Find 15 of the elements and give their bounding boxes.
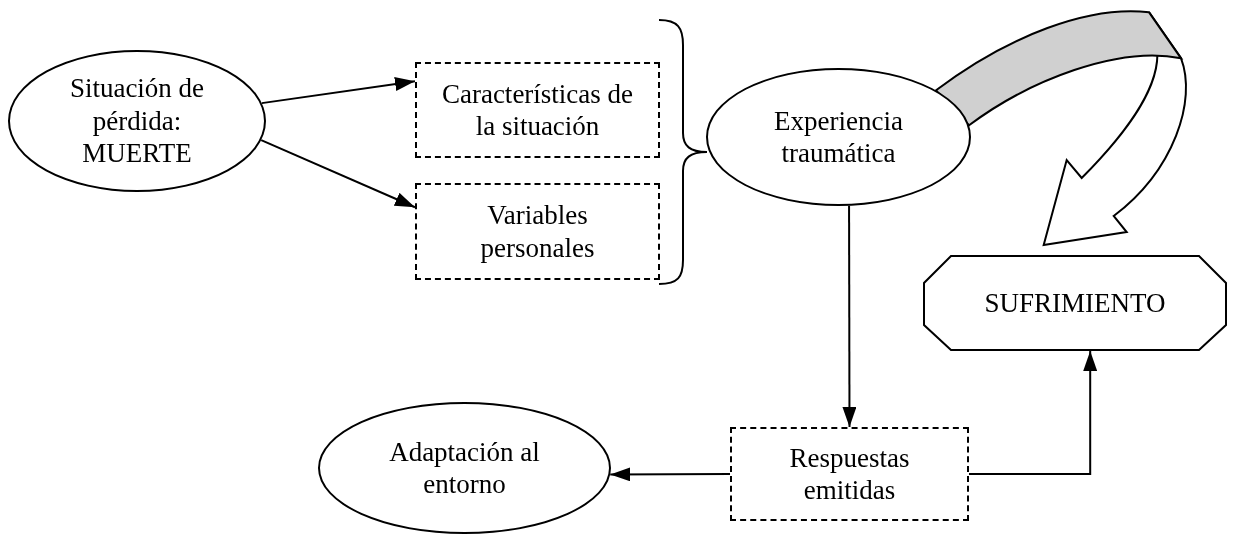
node-label: Experiencia traumática [773, 104, 904, 170]
octagon-box [923, 255, 1227, 351]
dashed-box [415, 62, 660, 158]
dashed-box [730, 427, 969, 521]
node-label: Situación de pérdida: MUERTE [68, 72, 206, 170]
dashed-box [415, 183, 660, 280]
arrow [968, 350, 1098, 475]
node-label: Variables personales [479, 199, 596, 264]
node-label: Características de la situación [440, 77, 635, 143]
node-label: Adaptación al entorno [388, 435, 541, 501]
node-label: SUFRIMIENTO [983, 286, 1167, 320]
node-label: Respuestas emitidas [788, 441, 911, 507]
curved-block-arrow [935, 10, 1187, 246]
arrow [842, 204, 857, 428]
arrow [609, 467, 731, 482]
